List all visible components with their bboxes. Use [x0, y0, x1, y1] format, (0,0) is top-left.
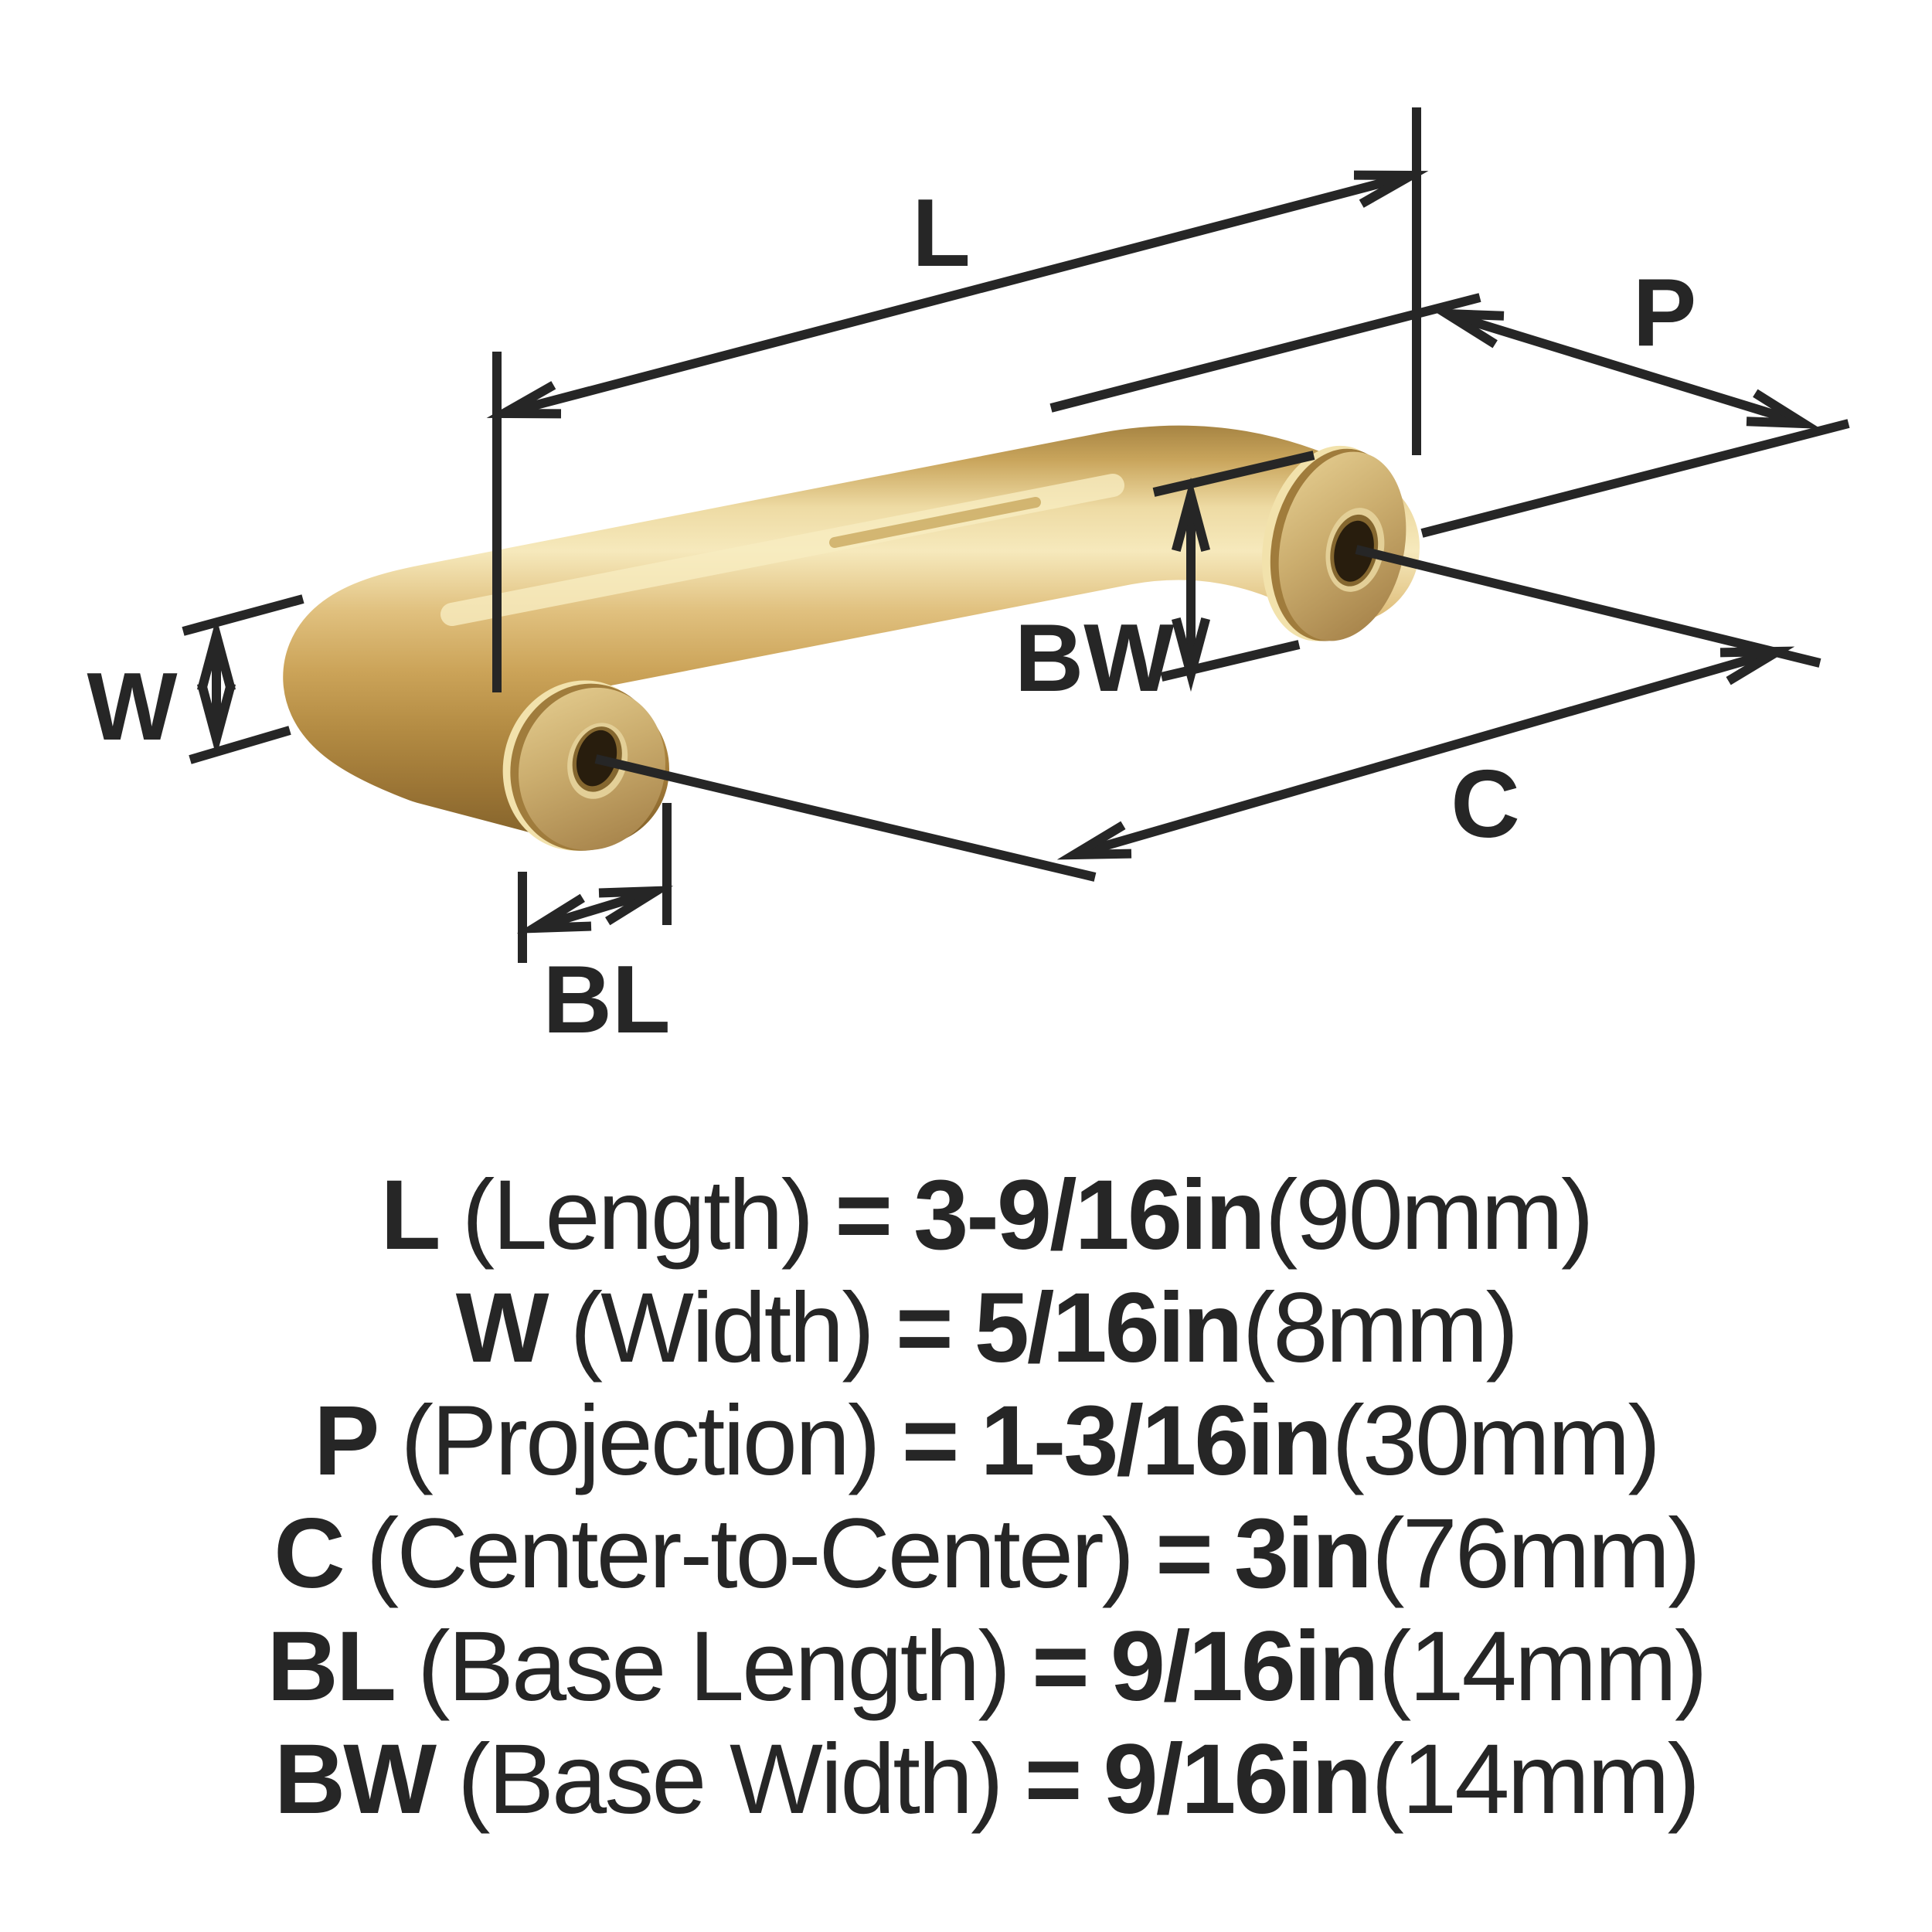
- center-to-center-dimension-arrow-line: [1073, 647, 1779, 859]
- center-to-center-dimension-arrow-head: [1056, 821, 1132, 860]
- spec-value-inches: 9/16in: [1103, 1724, 1372, 1835]
- projection-dimension-arrow-line: [1445, 309, 1805, 428]
- spec-value-mm: (90mm): [1264, 1160, 1594, 1270]
- dimension-label-bl: BL: [543, 947, 670, 1053]
- spec-row-base-width: BW(Base Width)=9/16in(14mm): [20, 1723, 1932, 1836]
- base-length-dimension-arrow-head: [516, 893, 592, 934]
- length-dimension-arrow-head: [486, 381, 562, 419]
- spec-row-width: W(Width)=5/16in(8mm): [20, 1272, 1932, 1385]
- left-post-base: [502, 680, 665, 851]
- spec-value-mm: (76mm): [1371, 1498, 1701, 1609]
- base-length-dimension-arrow-line: [532, 886, 658, 933]
- length-dimension-arrow-head: [1353, 170, 1429, 208]
- width-tick-top: [182, 594, 304, 636]
- spec-block: L(Length)=3-9/16in(90mm) W(Width)=5/16in…: [20, 1159, 1932, 1836]
- center-to-center-dimension-arrow-head: [1719, 646, 1795, 685]
- spec-equals: =: [1032, 1611, 1090, 1722]
- left-hole-leader-line: [594, 754, 1097, 882]
- right-post-base: [1262, 445, 1406, 641]
- spec-value-inches: 5/16in: [974, 1273, 1243, 1383]
- dimension-layer: L P W BW C BL: [87, 107, 1850, 1053]
- dimension-label-p: P: [1633, 260, 1697, 366]
- spec-row-center-to-center: C(Center-to-Center)=3in(76mm): [20, 1498, 1932, 1611]
- spec-label: BL: [267, 1611, 396, 1722]
- dimension-label-w: W: [87, 654, 177, 760]
- spec-equals: =: [1024, 1724, 1083, 1835]
- spec-label: P: [313, 1386, 379, 1496]
- base-width-dimension-arrow-head: [1172, 477, 1210, 553]
- spec-descriptor: (Width): [570, 1273, 875, 1383]
- right-hole-leader-line: [1355, 545, 1821, 668]
- spec-value-mm: (30mm): [1332, 1386, 1661, 1496]
- spec-value-inches: 1-3/16in: [980, 1386, 1333, 1496]
- projection-dimension-arrow-head: [1429, 308, 1505, 349]
- spec-value-mm: (8mm): [1242, 1273, 1519, 1383]
- projection-dimension-arrow-head: [1746, 389, 1821, 429]
- projection-back-plane-line: [1049, 293, 1481, 413]
- spec-value-inches: 9/16in: [1110, 1611, 1379, 1722]
- spec-label: W: [455, 1273, 549, 1383]
- dimension-label-bw: BW: [1015, 605, 1175, 712]
- spec-label: L: [380, 1160, 440, 1270]
- width-dimension-arrow-head: [197, 617, 236, 692]
- spec-value-mm: (14mm): [1378, 1611, 1708, 1722]
- spec-row-base-length: BL(Base Length)=9/16in(14mm): [20, 1611, 1932, 1723]
- spec-label: BW: [274, 1724, 437, 1835]
- spec-value-inches: 3-9/16in: [913, 1160, 1266, 1270]
- base-length-dimension-arrow-head: [598, 886, 674, 926]
- spec-row-projection: P(Projection)=1-3/16in(30mm): [20, 1385, 1932, 1498]
- width-dimension-arrow-head: [197, 682, 236, 757]
- dimension-label-l: L: [912, 180, 971, 287]
- cabinet-pull-handle: [284, 425, 1420, 851]
- base-width-dimension-arrow-head: [1172, 617, 1210, 692]
- width-tick-bottom: [189, 726, 291, 764]
- projection-front-plane-line: [1420, 419, 1850, 538]
- spec-value-inches: 3in: [1234, 1498, 1372, 1609]
- spec-row-length: L(Length)=3-9/16in(90mm): [20, 1159, 1932, 1272]
- base-width-tick-top: [1152, 451, 1315, 497]
- dimension-label-c: C: [1451, 751, 1520, 858]
- length-dimension-arrow-line: [502, 171, 1413, 418]
- spec-value-mm: (14mm): [1371, 1724, 1700, 1835]
- spec-descriptor: (Length): [461, 1160, 815, 1270]
- spec-equals: =: [1155, 1498, 1213, 1609]
- spec-descriptor: (Projection): [400, 1386, 880, 1496]
- spec-equals: =: [895, 1273, 954, 1383]
- spec-descriptor: (Center-to-Center): [366, 1498, 1135, 1609]
- base-width-tick-bottom: [1160, 640, 1301, 682]
- spec-equals: =: [901, 1386, 960, 1496]
- handle-reflection-streak: [829, 497, 1041, 548]
- spec-descriptor: (Base Length): [417, 1611, 1011, 1722]
- spec-descriptor: (Base Width): [457, 1724, 1004, 1835]
- spec-equals: =: [835, 1160, 893, 1270]
- right-screw-hole: [1334, 520, 1374, 582]
- spec-label: C: [274, 1498, 345, 1609]
